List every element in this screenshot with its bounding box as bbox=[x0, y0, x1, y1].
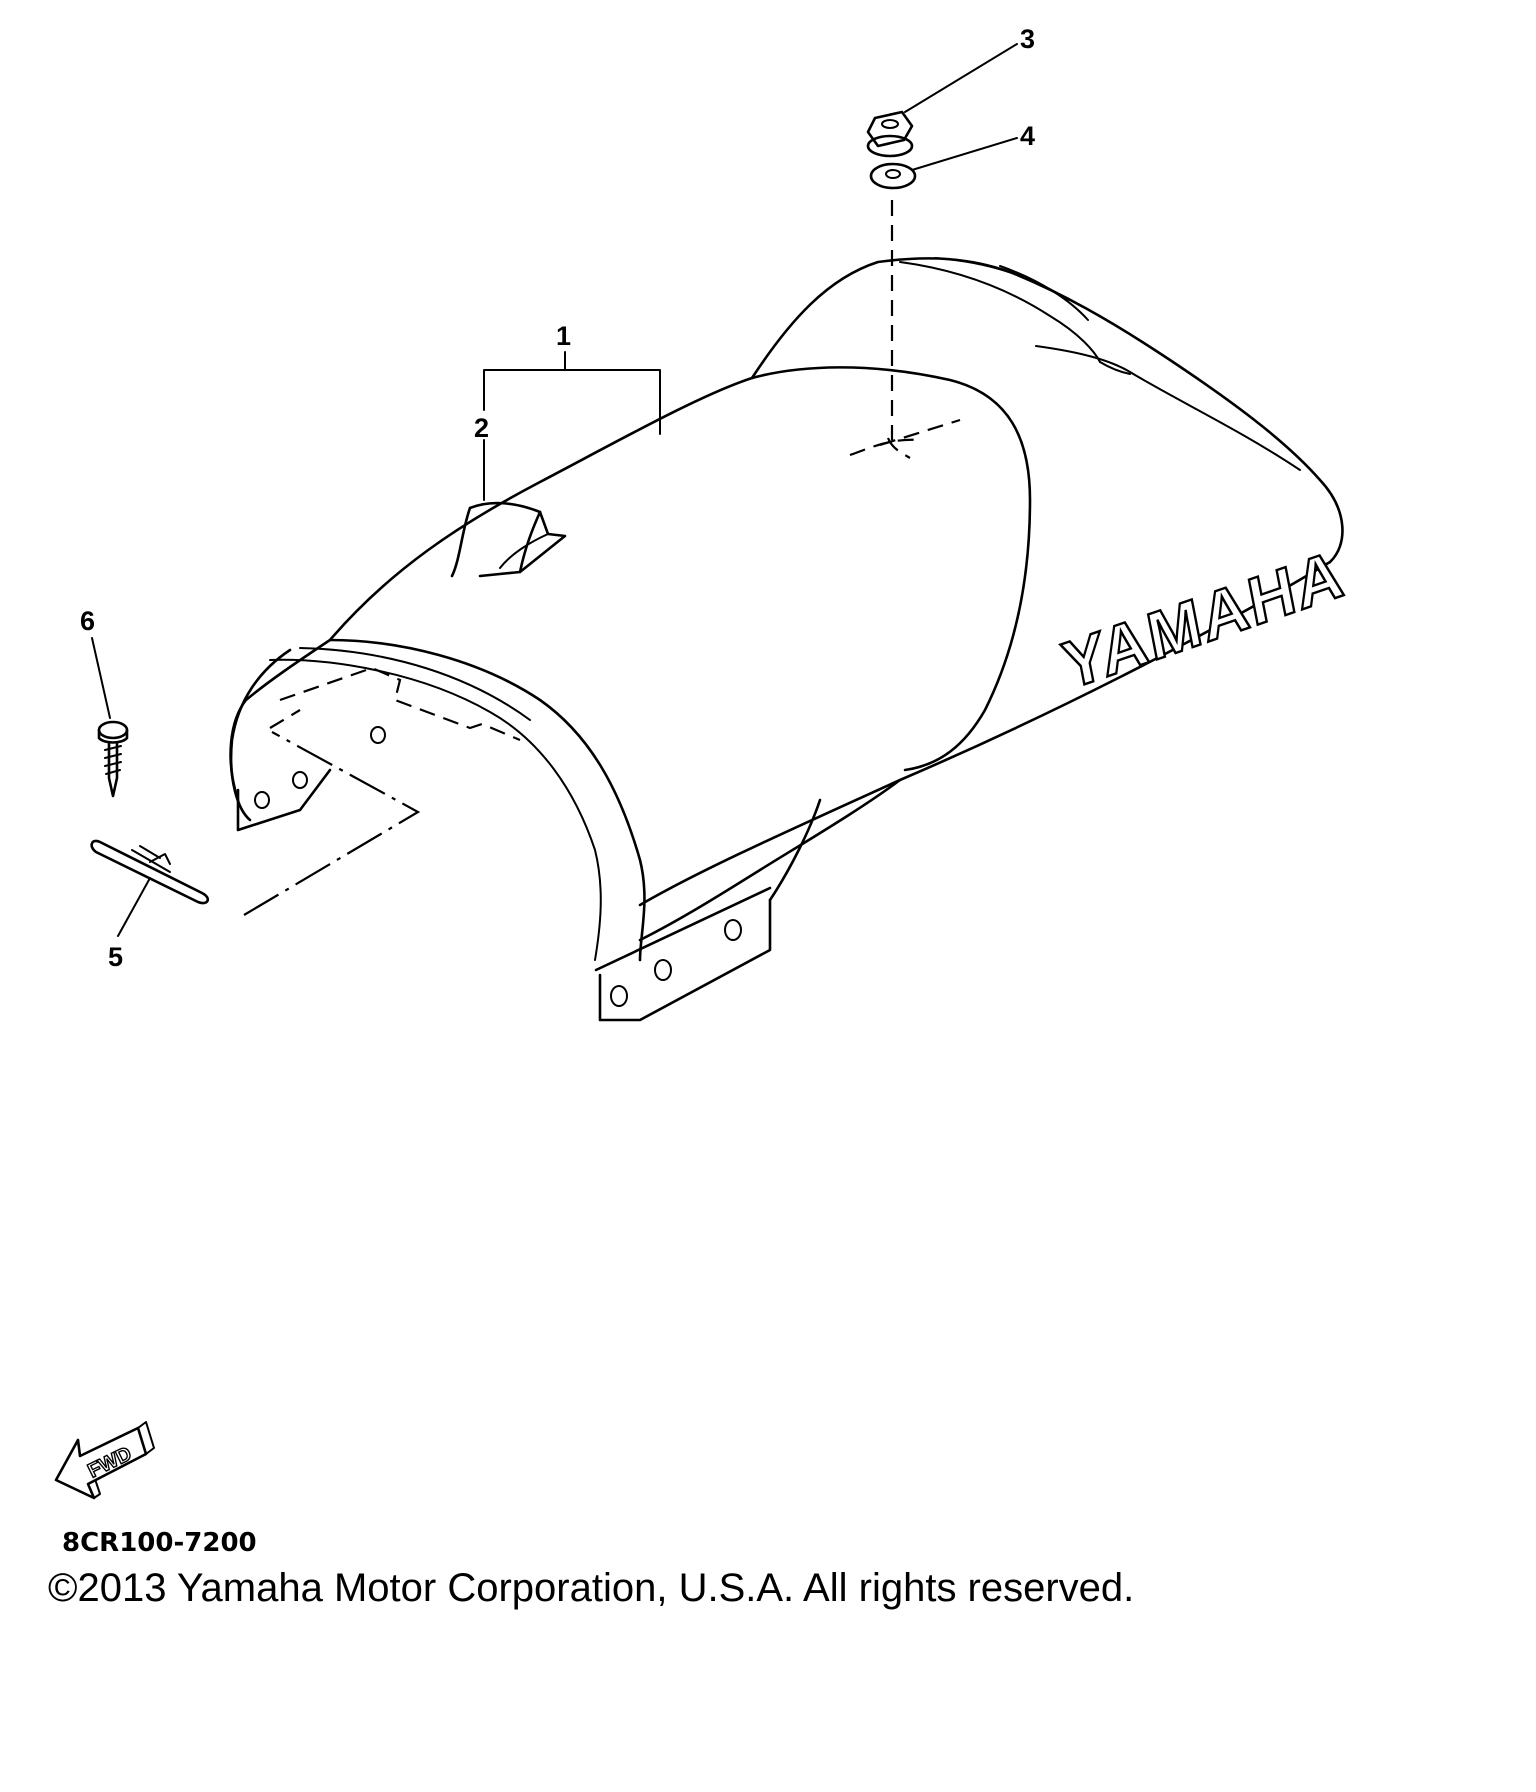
clip-part bbox=[90, 839, 210, 905]
copyright-notice: ©2013 Yamaha Motor Corporation, U.S.A. A… bbox=[48, 1566, 1135, 1610]
callout-1: 1 bbox=[556, 321, 571, 351]
washer-part bbox=[869, 162, 917, 190]
callout-4: 4 bbox=[1020, 121, 1035, 151]
yamaha-logo-text: YAMAHA bbox=[1057, 536, 1351, 705]
callout-5: 5 bbox=[108, 942, 123, 972]
callout-3: 3 bbox=[1020, 24, 1035, 54]
callout-labels: 1 2 3 4 5 6 bbox=[80, 24, 1035, 972]
callout-2: 2 bbox=[474, 413, 489, 443]
part-code: 8CR100-7200 bbox=[62, 1528, 257, 1558]
callout-6: 6 bbox=[80, 606, 95, 636]
fwd-arrow-icon: FWD bbox=[54, 1421, 155, 1500]
seat-assembly: YAMAHA bbox=[229, 200, 1352, 1022]
leader-lines bbox=[91, 43, 1018, 937]
nut-part bbox=[866, 110, 914, 158]
screw-part bbox=[97, 720, 129, 798]
